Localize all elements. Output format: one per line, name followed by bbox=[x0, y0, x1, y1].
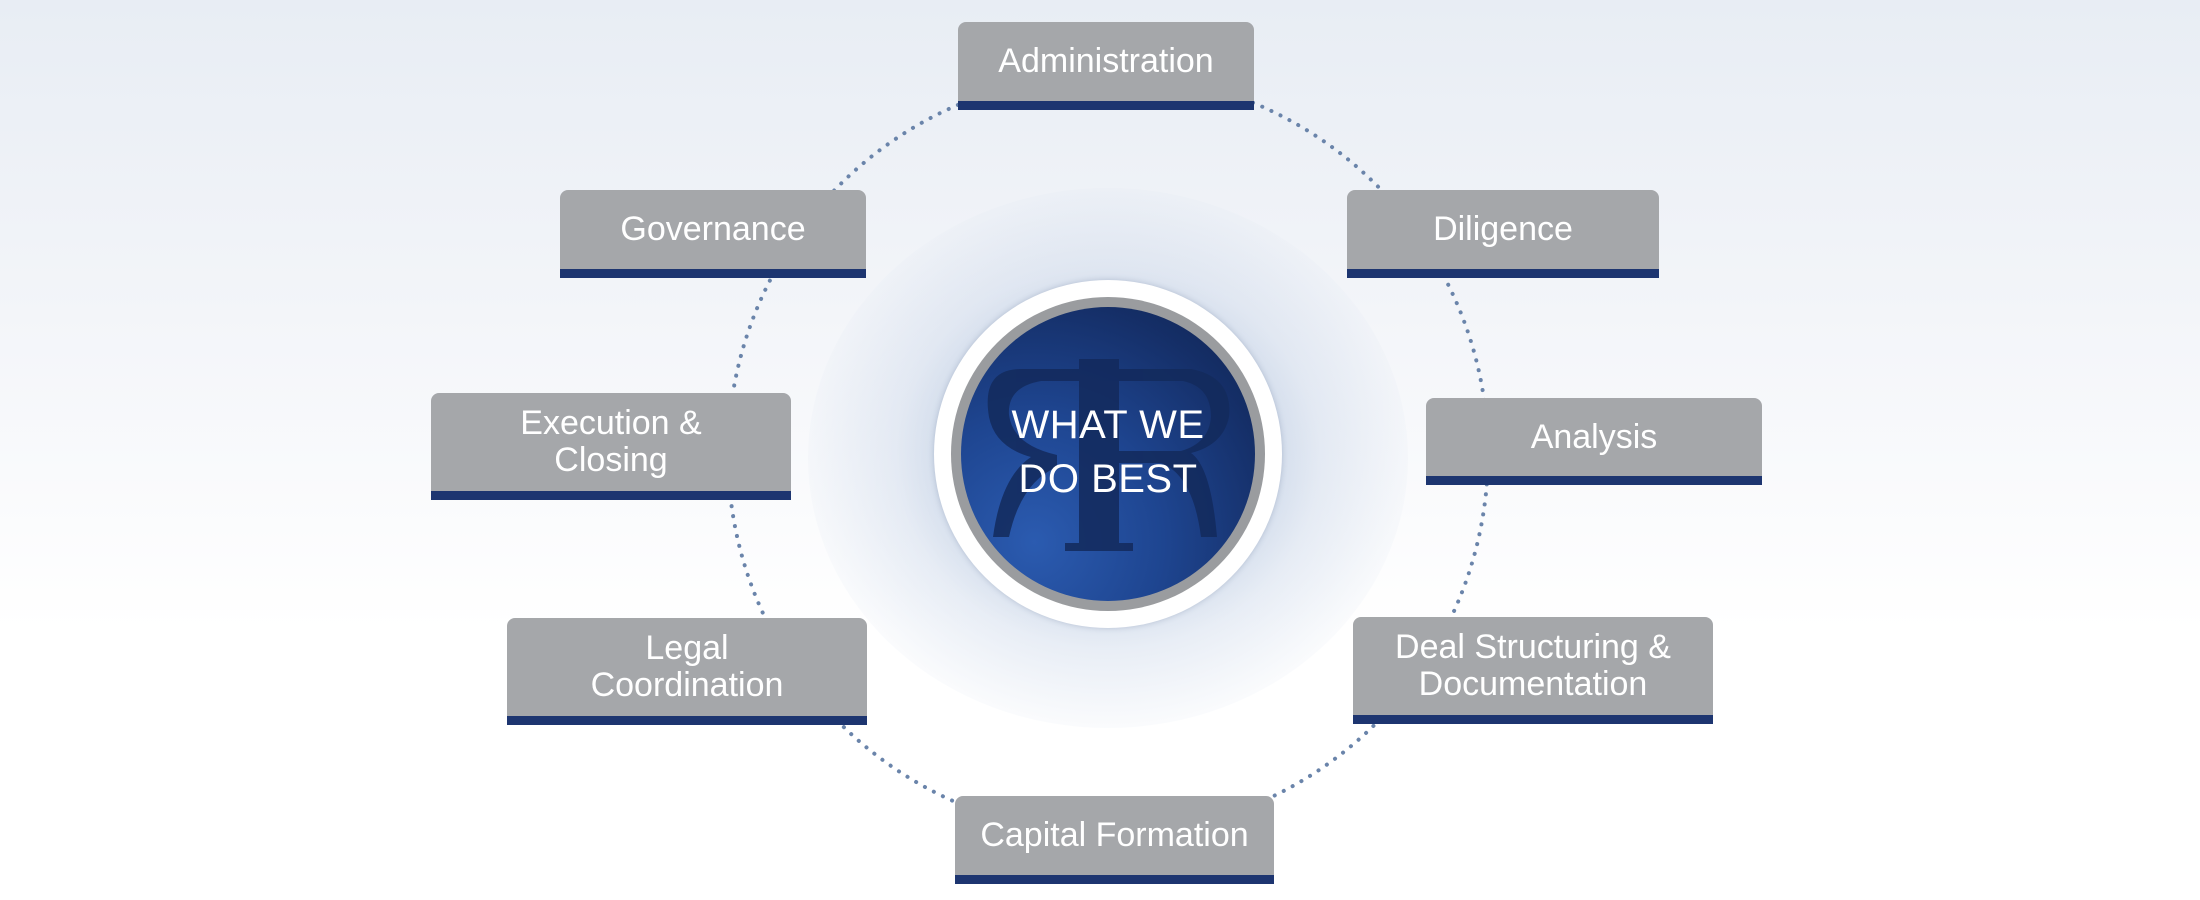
node-label: Deal Structuring & Documentation bbox=[1395, 628, 1671, 703]
node-diligence: Diligence bbox=[1347, 190, 1659, 278]
hub-title-line2: DO BEST bbox=[1018, 457, 1198, 501]
node-label: Administration bbox=[998, 42, 1214, 80]
node-execution-closing: Execution & Closing bbox=[431, 393, 791, 500]
node-analysis: Analysis bbox=[1426, 398, 1762, 485]
node-capital-formation: Capital Formation bbox=[955, 796, 1274, 884]
node-label: Execution & Closing bbox=[520, 404, 702, 479]
hub-circle bbox=[961, 307, 1255, 601]
node-label: Capital Formation bbox=[980, 816, 1249, 854]
hub-title: WHAT WE DO BEST bbox=[961, 398, 1255, 506]
node-legal-coordination: Legal Coordination bbox=[507, 618, 867, 725]
node-label: Analysis bbox=[1530, 417, 1658, 456]
node-deal-structuring: Deal Structuring & Documentation bbox=[1353, 617, 1713, 724]
node-governance: Governance bbox=[560, 190, 866, 278]
r-monogram-icon bbox=[987, 359, 1230, 551]
hub-title-line1: WHAT WE bbox=[1011, 403, 1205, 447]
node-label: Legal Coordination bbox=[590, 629, 784, 704]
node-label: Diligence bbox=[1433, 210, 1573, 248]
node-administration: Administration bbox=[958, 22, 1254, 110]
node-label: Governance bbox=[620, 210, 806, 248]
